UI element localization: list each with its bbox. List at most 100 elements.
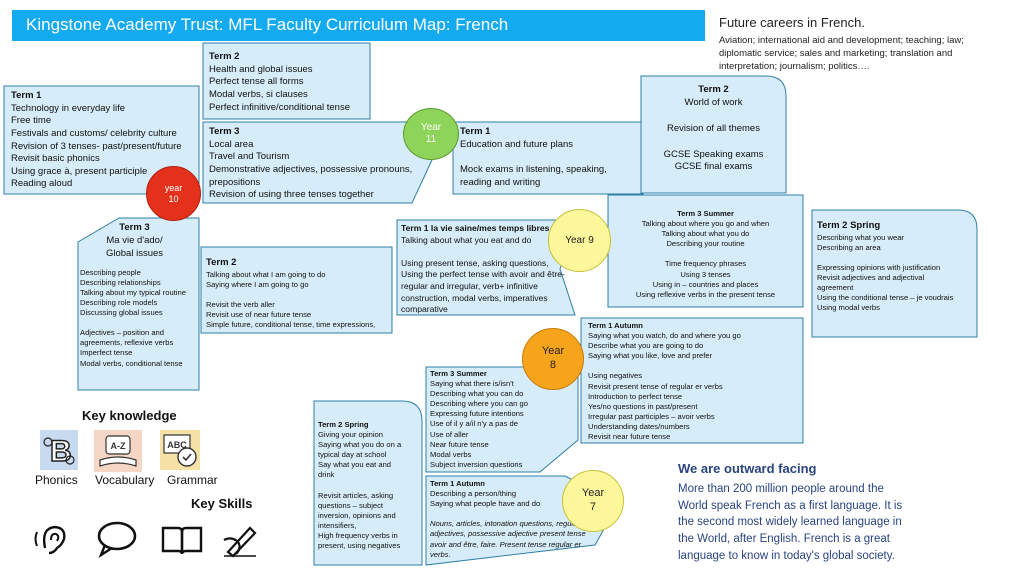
careers-line: interpretation; journalism; politics…. bbox=[719, 61, 870, 73]
y11-term2-line bbox=[641, 136, 786, 149]
y8-term1-heading: Term 1 Autumn bbox=[588, 321, 643, 330]
outward-line: World speak French as a first language. … bbox=[678, 499, 903, 512]
y11-term2-heading: Term 2 bbox=[698, 84, 729, 95]
y10-term1-text: Term 1 Technology in everyday life Free … bbox=[11, 90, 182, 191]
y7-term3-text: Term 3 Summer Saying what there is/isn't… bbox=[430, 369, 528, 470]
y10-term1-line: Festivals and customs/ celebrity culture bbox=[11, 127, 177, 139]
y10-term3-text: Term 3 Local area Travel and Tourism Dem… bbox=[209, 126, 412, 202]
y9-term3-subtitle: Ma vie d'ado/ bbox=[106, 234, 163, 246]
y11-term2-line: World of work bbox=[684, 96, 743, 108]
y10-term1-heading: Term 1 bbox=[11, 90, 42, 101]
y8-term1-line: Revisit present tense of regular er verb… bbox=[588, 381, 723, 391]
year10-number: 10 bbox=[168, 193, 179, 204]
y8-term1-line: Describe what you are going to do bbox=[588, 341, 704, 351]
y8-term2-shape bbox=[811, 209, 978, 338]
y8-term2-line: Describing an area bbox=[817, 242, 881, 252]
y8-term3-line: Talking about what you do bbox=[661, 229, 750, 239]
y7-term2-line: present, using negatives bbox=[318, 541, 401, 551]
y8-term2-text: Term 2 Spring Describing what you wear D… bbox=[817, 220, 953, 313]
y8-term3-line: Using in – countries and places bbox=[652, 279, 759, 289]
phonics-b-icon: B bbox=[40, 430, 78, 470]
y9-term3-detail: Imperfect tense bbox=[80, 348, 133, 358]
outward-facing-panel: We are outward facing More than 200 mill… bbox=[678, 460, 916, 564]
year7-label: Year bbox=[581, 487, 605, 500]
y7-term3-line: Saying what there is/isn't bbox=[430, 379, 514, 389]
y7-term1-grammar: adjectives, possessive adjective present… bbox=[430, 529, 586, 539]
year11-label: Year bbox=[420, 121, 442, 133]
year9-label: Year 9 bbox=[565, 235, 594, 246]
y9-term1-line: construction, modal verbs, imperatives bbox=[401, 292, 548, 303]
grammar-check-icon: ABC bbox=[160, 430, 200, 470]
y11-term1-heading: Term 1 bbox=[460, 126, 491, 137]
y8-term3-line: Describing your routine bbox=[666, 239, 745, 249]
y8-term2-line: Using the conditional tense – je voudrai… bbox=[817, 293, 954, 303]
y9-term2-line: Saying where I am going to go bbox=[206, 279, 309, 289]
y9-term2-line: Revisit use of near future tense bbox=[206, 310, 312, 319]
y8-term3-text: Term 3 Summer Talking about where you go… bbox=[608, 209, 803, 300]
outward-line: language to know in today's global socie… bbox=[678, 549, 895, 562]
y8-term1-line: Understanding dates/numbers bbox=[588, 421, 690, 431]
y8-term1-text: Term 1 Autumn Saying what you watch, do … bbox=[588, 321, 741, 442]
y9-term3-detail: Modal verbs, conditional tense bbox=[80, 358, 183, 368]
y9-term3-detail: agreements, reflexive verbs bbox=[80, 338, 174, 348]
y9-term1-line: comparative bbox=[401, 304, 448, 315]
y11-term1-line bbox=[460, 151, 607, 164]
y8-term1-line: Yes/no questions in past/present bbox=[588, 401, 698, 411]
y9-term3-subtitle: Global issues bbox=[105, 247, 164, 259]
y10-term2-line: Perfect tense all forms bbox=[209, 76, 304, 88]
y8-term3-line: Time frequency phrases bbox=[664, 259, 747, 269]
y7-term1-grammar: verbs. bbox=[430, 549, 451, 559]
y8-term2-heading: Term 2 Spring bbox=[817, 220, 881, 231]
key-knowledge-title: Key knowledge bbox=[82, 408, 177, 423]
year9-circle: Year 9 bbox=[548, 209, 611, 272]
y8-term1-line: Saying what you watch, do and where you … bbox=[588, 331, 741, 341]
y9-term2-shape bbox=[200, 246, 393, 334]
y8-term2-line: Describing what you wear bbox=[817, 232, 904, 242]
y11-term1-line: reading and writing bbox=[460, 176, 541, 188]
phonics-label: Phonics bbox=[35, 473, 78, 487]
careers-line: Aviation; international aid and developm… bbox=[719, 34, 964, 46]
y7-term2-line: Saying what you do on a bbox=[318, 440, 402, 450]
outward-title: We are outward facing bbox=[678, 461, 817, 476]
y10-term3-shape bbox=[202, 121, 433, 204]
y7-term3-line: Expressing future intentions bbox=[430, 409, 524, 419]
y11-term2-line bbox=[641, 110, 786, 123]
grammar-label: Grammar bbox=[167, 473, 218, 487]
vocabulary-label: Vocabulary bbox=[95, 473, 155, 487]
y8-term3-line: Talking about where you go and when bbox=[641, 219, 770, 229]
y10-term2-text: Term 2 Health and global issues Perfect … bbox=[209, 51, 350, 114]
key-skills-title: Key Skills bbox=[191, 496, 253, 511]
y9-term1-heading: Term 1 la vie saine/mes temps libres bbox=[401, 223, 550, 233]
y10-term3-line: Travel and Tourism bbox=[209, 151, 290, 163]
vocabulary-icon-glyph: A-Z bbox=[111, 441, 126, 451]
y9-term3-detail: Describing people bbox=[80, 267, 141, 277]
y10-term2-shape bbox=[202, 42, 371, 120]
y7-term3-line: Use of il y a/il n'y a pas de bbox=[430, 419, 518, 429]
y10-term1-line: Technology in everyday life bbox=[11, 102, 126, 114]
y9-term1-line: regular and irregular, verb+ infinitive bbox=[401, 280, 538, 291]
y10-term3-line: Local area bbox=[209, 138, 254, 150]
y10-term3-line: prepositions bbox=[209, 176, 261, 188]
y11-term2-line: GCSE final exams bbox=[674, 161, 753, 173]
y7-term2-line: questions – subject bbox=[318, 500, 384, 510]
y7-term2-line: Giving your opinion bbox=[318, 430, 384, 440]
y7-term2-line: High frequency verbs in bbox=[318, 531, 398, 541]
y10-term2-line: Health and global issues bbox=[209, 63, 313, 75]
y11-term1-line: Mock exams in listening, speaking, bbox=[460, 163, 607, 175]
y8-term1-line: Irregular past participles – avoir verbs bbox=[588, 411, 715, 421]
y11-term1-text: Term 1 Education and future plans Mock e… bbox=[460, 126, 607, 189]
y7-term3-line: Describing where you can go bbox=[430, 399, 528, 409]
y10-term1-line: Free time bbox=[11, 115, 52, 127]
y7-term2-heading: Term 2 Spring bbox=[318, 420, 369, 429]
y8-term1-line: Introduction to perfect tense bbox=[588, 391, 683, 401]
year8-number: 8 bbox=[549, 359, 557, 371]
careers-title: Future careers in French. bbox=[719, 15, 865, 30]
listening-ear-icon bbox=[34, 525, 66, 555]
y8-term3-line: Using 3 tenses bbox=[680, 269, 731, 279]
y10-term1-line: Revisit basic phonics bbox=[11, 153, 100, 165]
grammar-icon-glyph: ABC bbox=[167, 440, 187, 450]
y9-term2-line: Simple future, conditional tense, time e… bbox=[206, 320, 376, 330]
careers-line: diplomatic service; sales and marketing;… bbox=[719, 48, 953, 60]
y10-term3-line: Demonstrative adjectives, possessive pro… bbox=[209, 163, 413, 175]
